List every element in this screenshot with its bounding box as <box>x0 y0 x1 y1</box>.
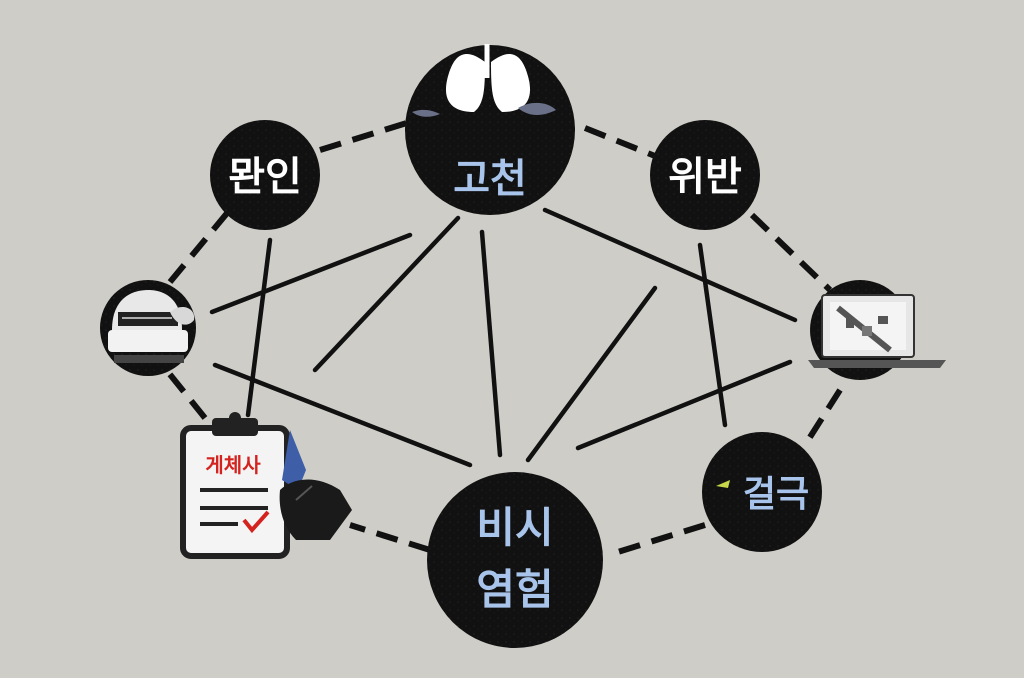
ring-seg-topright-right <box>749 212 833 293</box>
edge-mid-bottomcenter <box>525 285 658 463</box>
gloved-hand-icon <box>279 430 352 540</box>
ring-seg-bottomcenter-bottomleft <box>349 522 431 553</box>
laptop-document-icon <box>808 294 946 368</box>
edge-topcenter-bottomcenter <box>479 229 503 458</box>
node-bottom-right-circle <box>702 432 822 552</box>
clipboard-scribble: 게체사 <box>205 453 261 477</box>
node-bottom-right: 걸극 <box>702 432 822 552</box>
node-top-right-circle <box>650 120 760 230</box>
edge-topright-bottomright <box>697 242 728 428</box>
edge-left-bottomcenter <box>212 362 473 468</box>
ring-seg-left-topleft <box>167 210 231 284</box>
highlighter-icon <box>716 480 730 488</box>
node-bottom-center-label-line1: 비시 <box>476 503 553 552</box>
edge-topcenter-mid <box>312 215 461 373</box>
ring-seg-bottomright-bottomcenter <box>607 522 706 558</box>
edge-topleft-clipboard <box>245 237 273 418</box>
node-bottom-center: 비시 염험 <box>427 472 603 648</box>
ring-seg-bottomleft-left <box>165 370 208 420</box>
ring-seg-right-bottomright <box>802 388 843 447</box>
node-top-right-label: 위반 <box>668 154 742 200</box>
node-top-center: 고천 <box>405 44 575 215</box>
edge-right-bottomcenter <box>575 359 793 451</box>
edge-topcenter-right <box>542 207 798 323</box>
ring-seg-topcenter-topright <box>583 125 662 161</box>
node-top-left-label: 뫈인 <box>228 154 302 200</box>
node-left <box>100 280 196 376</box>
connector-lines <box>209 207 798 468</box>
node-bottom-center-circle <box>427 472 603 648</box>
outer-ring-dashed <box>165 119 843 558</box>
node-top-center-label: 고천 <box>453 156 527 202</box>
node-bottom-right-label: 걸극 <box>743 474 809 515</box>
edge-left-topcenter <box>209 232 413 315</box>
node-top-left-circle <box>210 120 320 230</box>
clipboard-checklist-icon: 게체사 <box>180 412 290 559</box>
lungs-icon <box>412 44 556 117</box>
node-top-right: 위반 <box>650 120 760 230</box>
machine-scan-icon <box>108 290 195 363</box>
node-right <box>808 280 946 380</box>
node-top-left: 뫈인 <box>210 120 320 230</box>
node-bottom-center-label-line2: 염험 <box>476 565 553 614</box>
ring-seg-topleft-topcenter <box>319 119 411 153</box>
node-bottom-left: 게체사 <box>180 412 352 559</box>
